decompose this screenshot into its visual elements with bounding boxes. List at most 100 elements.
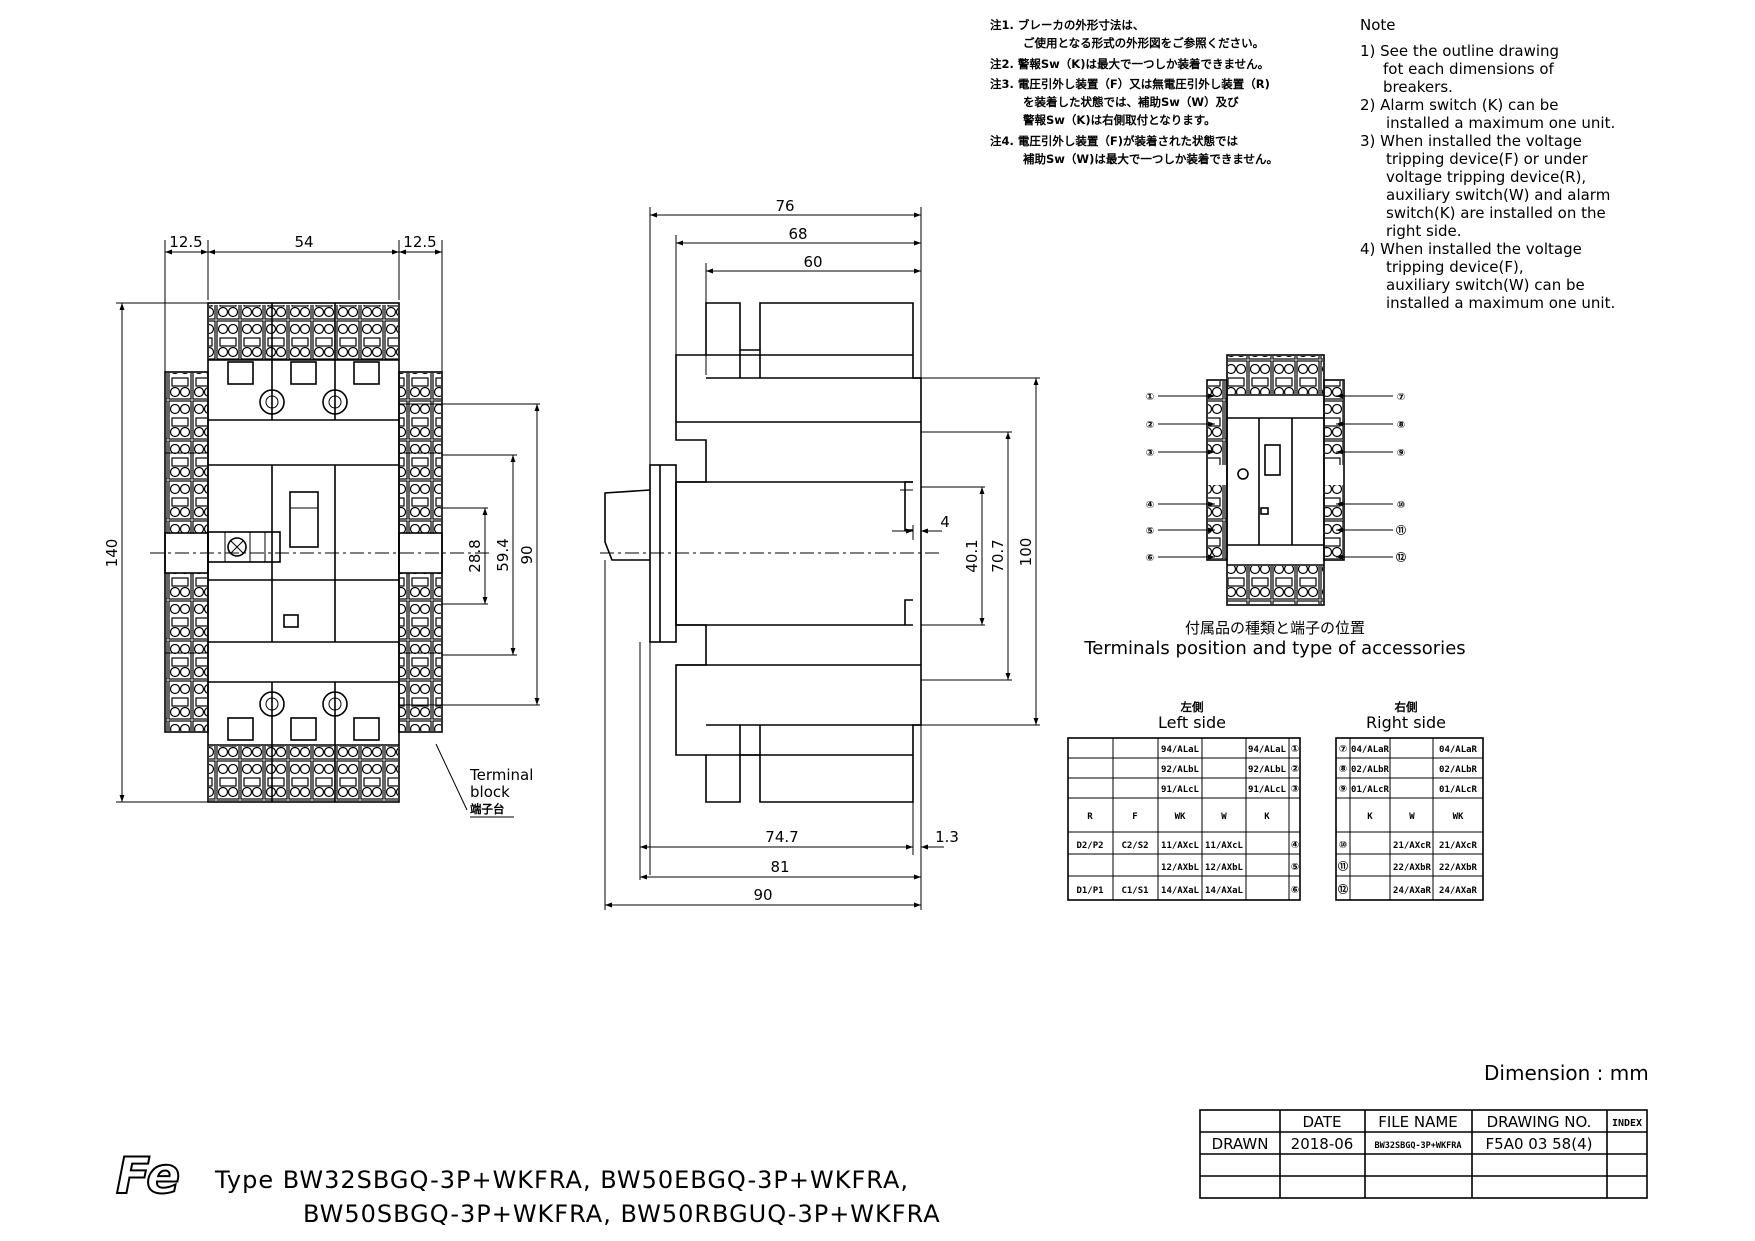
- table-title-jp: 左側: [1180, 700, 1204, 714]
- note-en-line: auxiliary switch(W) can be: [1386, 276, 1585, 294]
- dim-label: 90: [518, 545, 536, 564]
- title-block-header: DATE: [1302, 1113, 1341, 1131]
- note-en-line: voltage tripping device(R),: [1386, 168, 1586, 186]
- table-header: W: [1221, 812, 1227, 822]
- drawn-label: DRAWN: [1212, 1135, 1269, 1153]
- table-cell: 02/ALbR: [1439, 765, 1478, 775]
- terminal-number: ⑩: [1397, 500, 1405, 511]
- diagram-title-en: Terminals position and type of accessori…: [1083, 638, 1465, 659]
- dim-label: 59.4: [494, 538, 512, 571]
- table-cell: 11/AXcL: [1205, 841, 1244, 851]
- note-en-line: installed a maximum one unit.: [1386, 294, 1615, 312]
- dim-label: 4: [940, 513, 950, 531]
- table-cell: 24/AXaR: [1439, 886, 1478, 896]
- note-jp-line: 補助Sw（W)は最大で一つしか装着できません。: [1022, 152, 1278, 166]
- table-cell: D2/P2: [1076, 841, 1103, 851]
- dim-label: 70.7: [989, 539, 1007, 572]
- drawing-number: F5A0 03 58(4): [1486, 1135, 1593, 1153]
- note-en-line: tripping device(F) or under: [1386, 150, 1588, 168]
- terminal-number: ①: [1146, 392, 1154, 403]
- accessory-diagram: ① ② ③ ④ ⑤ ⑥ ⑦ ⑧ ⑨ ⑩ ⑪ ⑫ 付属品の種類と端子の位置 Ter…: [1083, 354, 1466, 659]
- table-cell: ⑥: [1291, 885, 1299, 896]
- table-cell: 94/ALaL: [1248, 745, 1287, 755]
- note-en-line: auxiliary switch(W) and alarm: [1386, 186, 1610, 204]
- table-header: K: [1367, 812, 1373, 822]
- table-cell: 11/AXcL: [1161, 841, 1200, 851]
- note-en-line: fot each dimensions of: [1383, 60, 1555, 78]
- table-cell: 02/ALbR: [1351, 765, 1390, 775]
- table-cell: ⑦: [1339, 744, 1347, 755]
- dim-label: 76: [775, 197, 794, 215]
- dim-label: 54: [294, 233, 313, 251]
- note-jp-line: 警報Sw（K)は右側取付となります。: [1022, 113, 1216, 127]
- note-en-line: right side.: [1386, 222, 1462, 240]
- dimension-unit: Dimension : mm: [1484, 1061, 1649, 1085]
- table-header: R: [1087, 812, 1093, 822]
- table-cell: 01/ALcR: [1351, 785, 1390, 795]
- terminal-label: Terminal: [469, 766, 533, 784]
- table-cell: 92/ALbL: [1161, 765, 1200, 775]
- dim-label: 90: [753, 886, 772, 904]
- dim-label: 12.5: [403, 233, 436, 251]
- table-header: W: [1409, 812, 1415, 822]
- table-cell: ⑫: [1338, 883, 1348, 896]
- note-jp-line: 注4. 電圧引外し装置（F)が装着された状態では: [990, 134, 1238, 148]
- table-cell: ⑪: [1338, 860, 1348, 873]
- terminal-number: ④: [1146, 500, 1154, 511]
- table-cell: 21/AXcR: [1393, 841, 1432, 851]
- terminal-number: ⑤: [1146, 526, 1154, 537]
- table-cell: ⑤: [1291, 862, 1299, 873]
- terminal-number: ②: [1146, 420, 1154, 431]
- note-jp-line: 注1. ブレーカの外形寸法は、: [990, 18, 1144, 32]
- title-block: DATE FILE NAME DRAWING NO. INDEX DRAWN 2…: [1199, 1109, 1648, 1199]
- table-header: WK: [1175, 812, 1186, 822]
- table-cell: 04/ALaR: [1439, 745, 1478, 755]
- note-en-line: 3) When installed the voltage: [1360, 132, 1582, 150]
- table-cell: 14/AXaL: [1161, 886, 1200, 896]
- dim-label: 12.5: [169, 233, 202, 251]
- note-en-line: 1) See the outline drawing: [1360, 42, 1559, 60]
- fe-logo: Fe: [115, 1146, 181, 1206]
- table-cell: C1/S1: [1121, 886, 1148, 896]
- dim-label: 68: [788, 225, 807, 243]
- table-cell: 22/AXbR: [1439, 863, 1478, 873]
- table-cell: 01/ALcR: [1439, 785, 1478, 795]
- table-cell: 21/AXcR: [1439, 841, 1478, 851]
- table-cell: ②: [1291, 764, 1299, 775]
- table-cell: 24/AXaR: [1393, 886, 1432, 896]
- dim-label: 100: [1017, 538, 1035, 567]
- dim-label: 60: [803, 253, 822, 271]
- table-cell: 14/AXaL: [1205, 886, 1244, 896]
- table-cell: ⑨: [1339, 784, 1347, 795]
- terminal-label: block: [470, 783, 510, 801]
- table-title-en: Left side: [1158, 713, 1226, 732]
- table-cell: 94/ALaL: [1161, 745, 1200, 755]
- dim-label: 81: [770, 858, 789, 876]
- notes-en: Note 1) See the outline drawing fot each…: [1360, 16, 1615, 312]
- side-view: 76 68 60 4: [600, 197, 1040, 910]
- table-cell: 04/ALaR: [1351, 745, 1390, 755]
- note-jp-line: 注2. 警報Sw（K)は最大で一つしか装着できません。: [990, 57, 1269, 71]
- drawn-date: 2018-06: [1291, 1135, 1354, 1153]
- logo-text: Fe: [116, 1147, 180, 1205]
- file-name: BW32SBGQ-3P+WKFRA: [1375, 1141, 1462, 1151]
- table-header: WK: [1453, 812, 1464, 822]
- table-cell: ⑧: [1339, 764, 1347, 775]
- note-en-line: breakers.: [1383, 78, 1453, 96]
- note-en-line: tripping device(F),: [1386, 258, 1524, 276]
- title-block-header: FILE NAME: [1378, 1113, 1458, 1131]
- note-jp-line: 注3. 電圧引外し装置（F）又は無電圧引外し装置（R): [990, 77, 1270, 91]
- table-cell: ⑩: [1339, 840, 1347, 851]
- terminal-number: ③: [1146, 448, 1154, 459]
- dim-label: 74.7: [765, 828, 798, 846]
- table-cell: C2/S2: [1121, 841, 1148, 851]
- table-cell: 91/ALcL: [1161, 785, 1200, 795]
- diagram-title-jp: 付属品の種類と端子の位置: [1185, 619, 1365, 637]
- terminal-number: ⑪: [1396, 524, 1406, 537]
- note-heading: Note: [1360, 16, 1396, 34]
- terminal-number: ⑫: [1396, 551, 1406, 564]
- terminal-number: ⑥: [1146, 553, 1154, 564]
- table-cell: ①: [1291, 744, 1299, 755]
